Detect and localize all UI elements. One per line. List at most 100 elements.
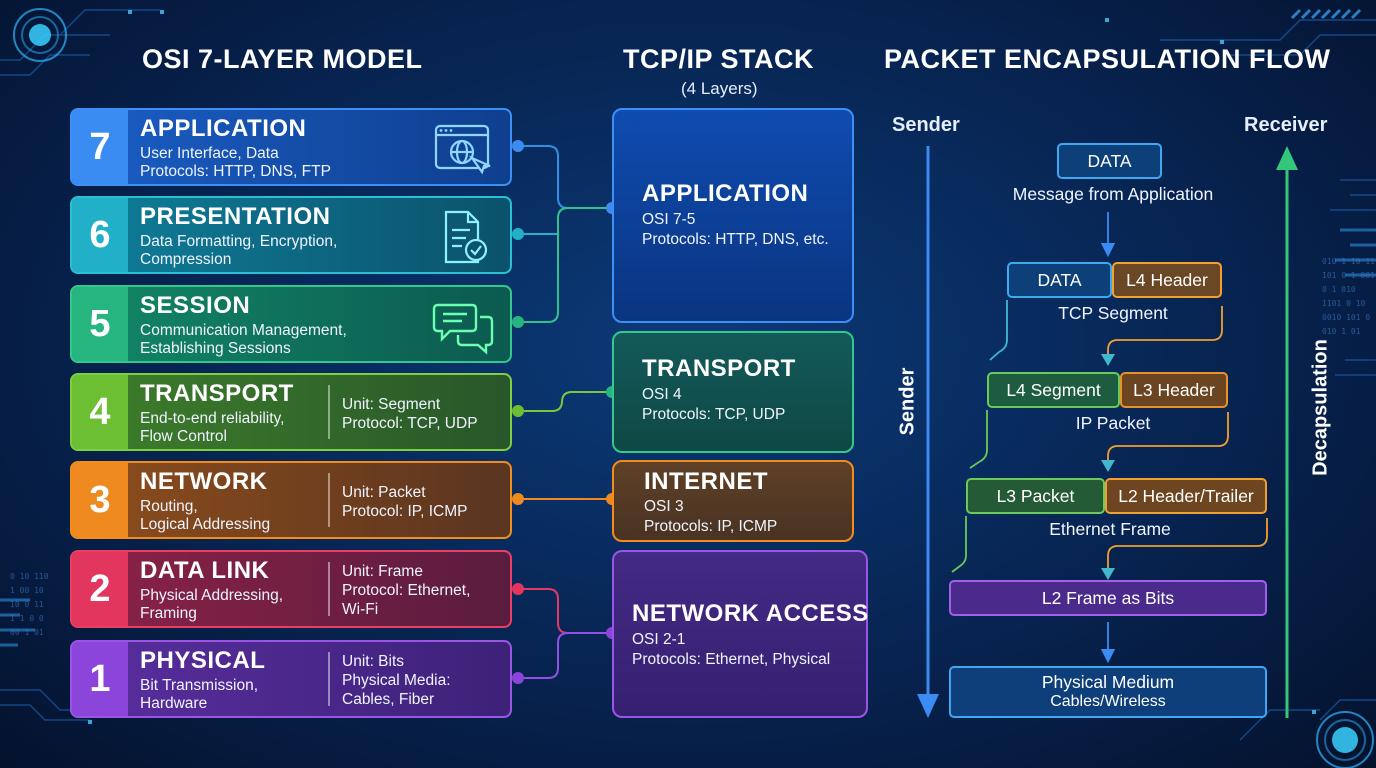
layer-description: Data Formatting, Encryption, Compression bbox=[140, 233, 337, 269]
unit-line: Physical Media: bbox=[342, 672, 451, 689]
description-line: End-to-end reliability, bbox=[140, 410, 285, 427]
ip-packet-caption: IP Packet bbox=[1075, 413, 1151, 433]
decapsulation-vertical-label: Decapsulation bbox=[1309, 339, 1332, 476]
osi-layer-2-data-link: 2 DATA LINK Physical Addressing, Framing… bbox=[70, 550, 512, 628]
tcpip-layer-title: TRANSPORT bbox=[642, 355, 796, 382]
divider bbox=[328, 473, 330, 527]
osi-layer-6-presentation: 6 PRESENTATION Data Formatting, Encrypti… bbox=[70, 196, 512, 274]
description-line: Protocols: Ethernet, Physical bbox=[632, 651, 831, 668]
description-line: OSI 3 bbox=[644, 498, 684, 515]
binary-decor-left: 0 10 110 1 00 10 10 0 11 1 1 0 0 00 1 01 bbox=[10, 570, 49, 640]
l4-segment-box: L4 Segment bbox=[987, 372, 1120, 408]
description-line: OSI 2-1 bbox=[632, 631, 686, 648]
unit-line: Unit: Frame bbox=[342, 563, 423, 580]
browser-globe-icon bbox=[434, 124, 491, 175]
segment-data-box: DATA bbox=[1007, 262, 1112, 298]
binary-text: 101 0 1 001 bbox=[1322, 271, 1375, 280]
layer-description: Routing, Logical Addressing bbox=[140, 498, 270, 534]
encapsulation-heading: PACKET ENCAPSULATION FLOW bbox=[884, 44, 1331, 74]
sender-arrowhead bbox=[917, 694, 939, 718]
description-line: Routing, bbox=[140, 498, 198, 515]
ethernet-frame-caption: Ethernet Frame bbox=[1049, 519, 1171, 539]
tcpip-layer-description: OSI 2-1 Protocols: Ethernet, Physical bbox=[632, 630, 830, 670]
binary-text: 010 1 10 11 bbox=[1322, 257, 1375, 266]
l3-packet-box: L3 Packet bbox=[966, 478, 1105, 514]
layer-unit-info: Unit: Packet Protocol: IP, ICMP bbox=[342, 483, 467, 521]
physical-medium-subtitle: Cables/Wireless bbox=[1050, 693, 1166, 710]
unit-line: Wi-Fi bbox=[342, 601, 379, 618]
binary-text: 0 10 110 bbox=[10, 572, 49, 581]
description-line: OSI 7-5 bbox=[642, 211, 696, 228]
layer-title: DATA LINK bbox=[140, 557, 270, 584]
tcpip-application-layer: APPLICATION OSI 7-5 Protocols: HTTP, DNS… bbox=[612, 108, 854, 323]
binary-text: 0 1 010 bbox=[1322, 285, 1356, 294]
tcpip-internet-layer: INTERNET OSI 3 Protocols: IP, ICMP bbox=[612, 460, 854, 542]
layer-unit-info: Unit: Bits Physical Media: Cables, Fiber bbox=[342, 652, 451, 709]
tcpip-transport-layer: TRANSPORT OSI 4 Protocols: TCP, UDP bbox=[612, 331, 854, 453]
binary-text: 010 1 01 bbox=[1322, 327, 1361, 336]
physical-medium-box: Physical Medium Cables/Wireless bbox=[949, 666, 1267, 718]
receiver-label: Receiver bbox=[1244, 114, 1328, 136]
binary-text: 1 00 10 bbox=[10, 586, 44, 595]
physical-medium-title: Physical Medium bbox=[1041, 672, 1175, 692]
tcp-segment-caption: TCP Segment bbox=[1058, 303, 1168, 323]
osi-layer-5-session: 5 SESSION Communication Management, Esta… bbox=[70, 285, 512, 363]
description-line: Physical Addressing, bbox=[140, 587, 284, 604]
description-line: User Interface, Data bbox=[140, 145, 279, 162]
receiver-arrowhead bbox=[1276, 146, 1298, 170]
layer-title: TRANSPORT bbox=[140, 380, 294, 407]
layer-unit-info: Unit: Frame Protocol: Ethernet, Wi-Fi bbox=[342, 562, 470, 619]
l3-header-box: L3 Header bbox=[1120, 372, 1228, 408]
document-check-icon bbox=[444, 210, 488, 264]
layer-number: 5 bbox=[72, 287, 128, 361]
unit-line: Protocol: Ethernet, bbox=[342, 582, 471, 599]
l2-header-trailer-box: L2 Header/Trailer bbox=[1105, 478, 1267, 514]
description-line: Hardware bbox=[140, 695, 208, 712]
tcpip-layer-title: APPLICATION bbox=[642, 180, 809, 207]
layer-description: Physical Addressing, Framing bbox=[140, 587, 283, 623]
layer-title: SESSION bbox=[140, 292, 251, 319]
unit-line: Protocol: IP, ICMP bbox=[342, 503, 468, 520]
description-line: Establishing Sessions bbox=[140, 340, 291, 357]
layer-description: End-to-end reliability, Flow Control bbox=[140, 410, 284, 446]
tcpip-layer-description: OSI 4 Protocols: TCP, UDP bbox=[642, 385, 785, 425]
layer-number: 7 bbox=[72, 110, 128, 184]
osi-layer-3-network: 3 NETWORK Routing, Logical Addressing Un… bbox=[70, 461, 512, 539]
layer-title: PHYSICAL bbox=[140, 647, 266, 674]
binary-text: 1101 0 10 bbox=[1322, 299, 1366, 308]
layer-title: PRESENTATION bbox=[140, 203, 331, 230]
layer-description: User Interface, Data Protocols: HTTP, DN… bbox=[140, 145, 331, 181]
chat-bubbles-icon bbox=[432, 303, 494, 355]
description-line: Bit Transmission, bbox=[140, 677, 259, 694]
description-line: Protocols: IP, ICMP bbox=[644, 518, 778, 535]
tcpip-heading: TCP/IP STACK bbox=[623, 44, 815, 74]
layer-title: APPLICATION bbox=[140, 115, 307, 142]
binary-text: 00 1 01 bbox=[10, 628, 44, 637]
unit-line: Unit: Packet bbox=[342, 484, 426, 501]
tcpip-layer-description: OSI 7-5 Protocols: HTTP, DNS, etc. bbox=[642, 210, 829, 250]
data-caption: Message from Application bbox=[1012, 184, 1214, 204]
osi-layer-1-physical: 1 PHYSICAL Bit Transmission, Hardware Un… bbox=[70, 640, 512, 718]
layer-number: 1 bbox=[72, 642, 128, 716]
tcpip-subheading: (4 Layers) bbox=[681, 79, 758, 98]
divider bbox=[328, 385, 330, 439]
description-line: Flow Control bbox=[140, 428, 227, 445]
description-line: OSI 4 bbox=[642, 386, 682, 403]
description-line: Protocols: HTTP, DNS, etc. bbox=[642, 231, 829, 248]
unit-line: Cables, Fiber bbox=[342, 691, 435, 708]
description-line: Communication Management, bbox=[140, 322, 347, 339]
layer-description: Bit Transmission, Hardware bbox=[140, 677, 258, 713]
osi-layer-4-transport: 4 TRANSPORT End-to-end reliability, Flow… bbox=[70, 373, 512, 451]
description-line: Data Formatting, Encryption, bbox=[140, 233, 338, 250]
description-line: Protocols: HTTP, DNS, FTP bbox=[140, 163, 331, 180]
l4-header-box: L4 Header bbox=[1112, 262, 1222, 298]
layer-number: 6 bbox=[72, 198, 128, 272]
tcpip-layer-title: NETWORK ACCESS bbox=[632, 600, 869, 627]
tcpip-layer-description: OSI 3 Protocols: IP, ICMP bbox=[644, 497, 777, 537]
divider bbox=[328, 562, 330, 616]
binary-text: 1 1 0 0 bbox=[10, 614, 44, 623]
description-line: Compression bbox=[140, 251, 232, 268]
